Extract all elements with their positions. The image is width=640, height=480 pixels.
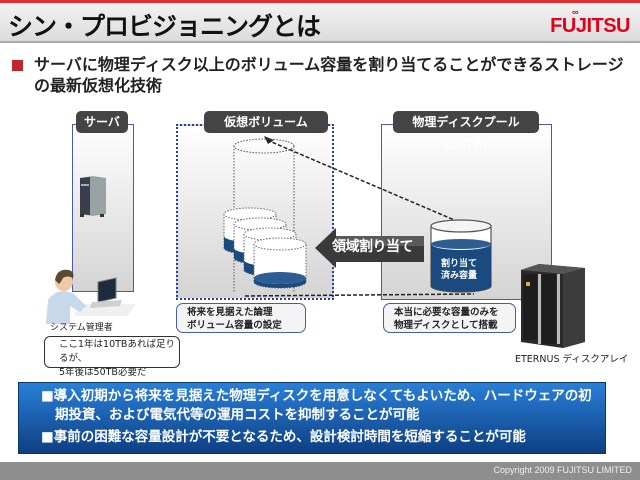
system-admin-illustration [46,269,136,324]
fujitsu-logo: ∞ FUJITSU [550,7,630,38]
eternus-label: ETERNUS ディスクアレイ [515,354,629,365]
admin-label: システム管理者 [50,323,113,333]
pool-note-line-2: 物理ディスクとして搭載 [394,320,498,331]
eternus-disk-array-icon [521,264,585,348]
top-accent-bar [0,0,640,3]
allocated-label-line-1: 割り当て [440,259,477,269]
summary-item: ■事前の困難な容量設計が不要となるため、設計検討時間を短縮することが可能 [41,429,526,445]
virtual-volume-note: 将来を見据えた論理 ボリューム容量の設定 [176,303,306,333]
server-tag: サーバ [76,111,128,133]
logo-text: FUJITSU [550,15,630,37]
lead-text: サーバに物理ディスク以上のボリューム容量を割り当てることができるストレージの最新… [34,55,624,95]
slide-header: シン・プロビジョニングとは ∞ FUJITSU [0,3,640,43]
admin-speech-bubble: ここ1年は10TBあれば足りるが、 5年後は50TB必要だ [44,336,180,378]
allocation-arrow-label: 領域割り当て [332,239,414,255]
virtual-note-line-1: 将来を見据えた論理 [187,307,273,318]
slide-title: シン・プロビジョニングとは [8,12,321,41]
copyright-text: Copyright 2009 FUJITSU LIMITED [493,465,632,475]
allocated-label-line-2: 済み容量 [440,271,477,281]
summary-item: ■導入初期から将来を見据えた物理ディスクを用意しなくてもよいため、ハードウェアの… [41,388,592,423]
virtual-note-line-2: ボリューム容量の設定 [187,320,282,331]
physical-pool-tag: 物理ディスクプール（10TB） [393,111,539,151]
slide-footer: Copyright 2009 FUJITSU LIMITED [0,462,640,480]
summary-box: ■導入初期から将来を見据えた物理ディスクを用意しなくてもよいため、ハードウェアの… [18,382,606,454]
allocated-capacity-label: 割り当て 済み容量 [436,258,482,282]
logo-infinity-icon: ∞ [572,7,579,17]
virtual-volume-tag: 仮想ボリューム（50TB） [204,111,328,151]
bubble-line-2: 5年後は50TB必要だ [59,367,147,378]
bubble-line-1: ここ1年は10TBあれば足りるが、 [59,339,175,364]
square-bullet-icon [12,60,23,71]
pool-note-line-1: 本当に必要な容量のみを [394,307,499,318]
server-tower-icon [80,176,106,217]
physical-pool-note: 本当に必要な容量のみを 物理ディスクとして搭載 [383,303,516,333]
